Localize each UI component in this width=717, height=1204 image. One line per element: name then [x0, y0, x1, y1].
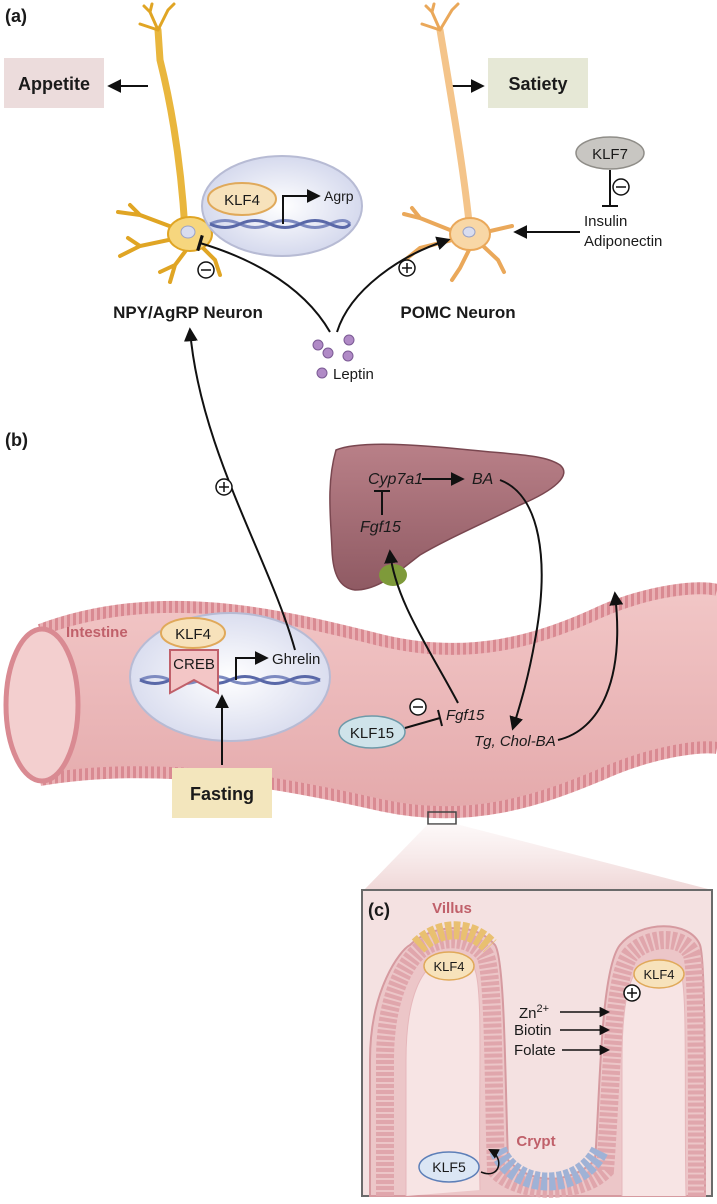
klf5-label: KLF5 — [432, 1159, 466, 1175]
panel-c — [361, 889, 713, 1198]
intestine-opening — [3, 626, 81, 784]
klf4-gut-label: KLF4 — [175, 626, 211, 643]
klf4-villus-left-label: KLF4 — [433, 959, 464, 974]
pomc-neuron-label: POMC Neuron — [400, 303, 515, 322]
panel-b-label: (b) — [5, 430, 28, 450]
fasting-label: Fasting — [190, 784, 254, 804]
ba-label: BA — [472, 471, 493, 488]
klf5-node — [418, 1151, 480, 1183]
panel-c-label: (c) — [368, 900, 390, 920]
leptin-label: Leptin — [333, 366, 374, 383]
adiponectin-label: Adiponectin — [584, 233, 662, 250]
crypt-label: Crypt — [516, 1133, 555, 1150]
satiety-label: Satiety — [508, 74, 567, 94]
klf7-node — [575, 136, 645, 170]
zn-label: Zn2+ — [519, 1003, 549, 1022]
gallbladder — [379, 564, 407, 586]
biotin-label: Biotin — [514, 1022, 552, 1039]
fgf15-to-liver — [384, 549, 459, 704]
nucleus-callout-b: KLF4 CREB Ghrelin — [129, 612, 331, 742]
klf4-villus-right-label: KLF4 — [643, 967, 674, 982]
klf4-villus-left — [423, 951, 475, 981]
klf4-villus-right — [633, 959, 685, 989]
intestine-label: Intestine — [66, 624, 128, 641]
nucleus-callout-a: KLF4 Agrp — [201, 155, 363, 257]
leptin-inhibit-npy — [196, 234, 331, 333]
minus-icon — [612, 178, 630, 196]
minus-icon — [409, 698, 427, 716]
creb-shape — [169, 649, 219, 695]
fasting-box: Fasting — [172, 768, 272, 818]
villus-label: Villus — [432, 900, 472, 917]
fgf15-liver-label: Fgf15 — [360, 519, 401, 536]
npy-agrp-neuron — [116, 2, 232, 284]
appetite-label: Appetite — [18, 74, 90, 94]
klf4-gut-node — [160, 617, 226, 649]
insulin-label: Insulin — [584, 213, 627, 230]
liver — [329, 443, 565, 591]
klf4-neuron-label: KLF4 — [224, 192, 260, 209]
fgf15-gut-label: Fgf15 — [446, 707, 485, 724]
klf15-node — [338, 715, 406, 749]
pomc-neuron — [402, 2, 514, 282]
klf15-label: KLF15 — [350, 725, 394, 742]
agrp-label: Agrp — [324, 188, 354, 204]
klf15-inhibit-fgf15 — [404, 717, 441, 729]
minus-icon — [197, 261, 215, 279]
tg-chol-label: Tg, Chol-BA — [474, 733, 556, 750]
tg-chol-export — [557, 591, 624, 741]
satiety-box: Satiety — [488, 58, 588, 108]
ba-to-intestine — [499, 479, 543, 731]
panel-a-label: (a) — [5, 6, 27, 26]
ghrelin-label: Ghrelin — [272, 651, 320, 668]
plus-icon — [398, 259, 416, 277]
klf5-feedback-arrow — [480, 1149, 500, 1175]
plus-icon — [215, 478, 233, 496]
leptin-particles — [312, 334, 355, 379]
ghrelin-activate-npy — [183, 327, 296, 651]
folate-label: Folate — [514, 1042, 556, 1059]
cyp7a1-label: Cyp7a1 — [368, 471, 423, 488]
leptin-activate-pomc — [336, 236, 451, 333]
klf7-label: KLF7 — [592, 146, 628, 163]
creb-label: CREB — [173, 656, 215, 673]
npy-neuron-label: NPY/AgRP Neuron — [113, 303, 263, 322]
appetite-box: Appetite — [4, 58, 104, 108]
plus-icon — [623, 984, 641, 1002]
zoom-funnel — [364, 824, 712, 890]
intestine — [3, 582, 717, 819]
